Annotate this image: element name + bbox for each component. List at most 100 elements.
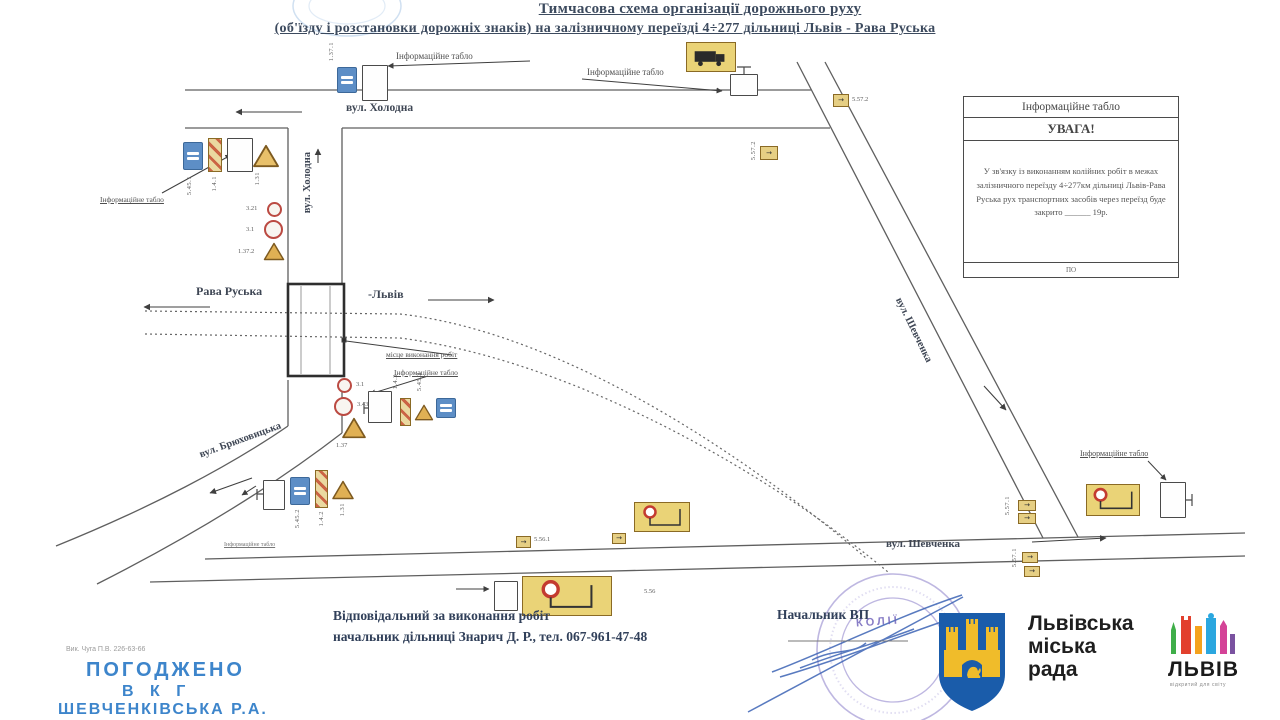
information-board-footer: ПО — [964, 262, 1178, 277]
lviv-towers-logo — [1171, 613, 1235, 654]
warning-triangle-sign — [414, 404, 434, 421]
information-board-blank: ______ — [1064, 207, 1091, 218]
info-board-label-d: Інформаційне табло — [394, 368, 458, 377]
sign-code: 5.57.2 — [750, 141, 757, 161]
faint-title-stamp — [292, 0, 402, 37]
chief-signature-label: Начальник ВП — [777, 607, 870, 622]
council-text-line1: Львівська — [1028, 612, 1134, 635]
blue-info-sign — [436, 398, 456, 418]
info-table-rect — [368, 391, 392, 423]
truck-detour-sign — [686, 42, 736, 72]
executor-note: Вик. Чуга П.В. 226-63-66 — [66, 646, 146, 653]
sign-code: 3.21 — [246, 205, 258, 212]
sign-code: 1.37 — [336, 442, 348, 449]
blue-info-sign — [290, 477, 310, 505]
street-shevchenka-label: вул. Шевченка — [886, 538, 961, 550]
direction-lviv-label: -Львів — [368, 287, 404, 301]
sign-code: 1.37.2 — [238, 248, 255, 255]
sign-code: 1.4.3 — [392, 374, 399, 390]
sign-code: 5.56 — [644, 588, 656, 595]
information-board-year: 19р. — [1092, 207, 1108, 218]
sign-code: 1.4.2 — [318, 511, 325, 527]
railway-approach-sign — [208, 138, 222, 172]
railway-crossing-box — [286, 282, 346, 378]
council-logo-text: Львівська міська рада — [1028, 612, 1134, 681]
detour-direction-sign: → — [1022, 552, 1038, 563]
blue-info-sign — [337, 67, 357, 93]
work-site-label: місце виконання робіт — [386, 350, 458, 359]
info-table-rect — [227, 138, 253, 172]
info-board-label-f: Інформаційне табло — [224, 542, 276, 548]
detour-scheme-sign — [634, 502, 690, 532]
information-board-attention: УВАГА! — [964, 118, 1178, 141]
council-text-line2: міська — [1028, 635, 1097, 659]
responsible-line2: начальник дільниці Знарич Д. Р., тел. 06… — [333, 629, 648, 644]
prohibition-sign-circle — [264, 220, 283, 239]
detour-direction-sign: → — [1018, 513, 1036, 524]
info-board-label-c: Інформаційне табло — [100, 195, 164, 204]
detour-arrow-icon: → — [1029, 567, 1035, 575]
info-table-rect — [1160, 482, 1186, 518]
sign-code: 3.1 — [246, 226, 255, 233]
detour-arrow-icon: → — [838, 96, 844, 104]
info-table-rect — [263, 480, 285, 510]
railway-approach-sign — [315, 470, 328, 508]
railway-approach-sign — [400, 398, 411, 426]
sign-code: 5.57.1 — [1011, 548, 1018, 568]
detour-arrow-icon: → — [520, 537, 527, 546]
blue-info-sign — [183, 142, 203, 170]
information-board-body-text: У зв'язку із виконанням колійних робіт в… — [976, 166, 1166, 218]
info-table-rect — [730, 74, 758, 96]
lviv-logo-tagline: відкритий для світу — [1170, 682, 1227, 688]
approval-stamp-line3: Шевченківська Р.А. — [58, 701, 268, 718]
direction-rava-ruska-label: Рава Руська — [196, 284, 263, 298]
approval-stamp-line2: В К Г — [122, 683, 192, 700]
info-board-label-a: Інформаційне табло — [396, 51, 473, 61]
roads — [55, 61, 1246, 585]
sign-code: 5.57.2 — [852, 96, 869, 103]
warning-triangle-sign — [342, 417, 366, 439]
prohibition-sign-circle — [337, 378, 352, 393]
street-kholodna-label: вул. Холодна — [346, 102, 414, 114]
lviv-logo-wordmark: ЛЬВІВ — [1168, 658, 1239, 681]
sign-code: 3.1 — [356, 381, 365, 388]
sign-code: 1.31 — [339, 503, 346, 517]
information-board: Інформаційне табло УВАГА! У зв'язку із в… — [963, 96, 1179, 278]
signature-strokes — [747, 594, 964, 713]
detour-direction-sign: → — [612, 533, 626, 544]
warning-triangle-sign — [253, 144, 279, 168]
approval-stamp-line1: ПОГОДЖЕНО — [86, 659, 245, 681]
detour-arrow-icon: → — [616, 534, 622, 542]
table-stands — [256, 66, 1193, 506]
detour-scheme-sign — [1086, 484, 1140, 516]
detour-arrow-icon: → — [1027, 553, 1033, 561]
sign-code: 1.4.1 — [211, 176, 218, 192]
detour-direction-sign: → — [833, 94, 849, 107]
info-table-rect — [362, 65, 388, 101]
info-board-label-e: Інформаційне табло — [1080, 449, 1149, 458]
prohibition-sign-circle — [267, 202, 282, 217]
information-board-text: У зв'язку із виконанням колійних робіт в… — [964, 141, 1178, 262]
warning-triangle-sign — [332, 480, 354, 500]
prohibition-sign-circle — [334, 397, 353, 416]
detour-scheme-sign — [522, 576, 612, 616]
info-table-rect — [494, 581, 518, 611]
sign-code: 5.56.1 — [534, 536, 551, 543]
street-kholodna-vertical-label: вул. Холодна — [302, 152, 313, 214]
responsible-line1: Відповідальний за виконання робіт — [333, 608, 551, 623]
detour-arrow-icon: → — [1024, 514, 1030, 522]
sign-code: 5.45.1 — [186, 176, 193, 196]
information-board-title: Інформаційне табло — [964, 97, 1178, 118]
detour-direction-sign: → — [1018, 500, 1036, 511]
sign-code: 5.45.2 — [416, 372, 423, 392]
sign-code: 3.43 — [357, 401, 369, 408]
detour-arrow-icon: → — [766, 148, 772, 157]
detour-arrow-icon: → — [1024, 501, 1030, 509]
railway-tracks — [144, 310, 889, 573]
sign-code: 1.31 — [254, 172, 261, 186]
document-title-line1: Тимчасова схема організації дорожнього р… — [538, 1, 862, 17]
detour-direction-sign: → — [516, 536, 531, 548]
council-text-line3: рада — [1028, 658, 1078, 682]
warning-triangle-sign — [263, 242, 285, 261]
